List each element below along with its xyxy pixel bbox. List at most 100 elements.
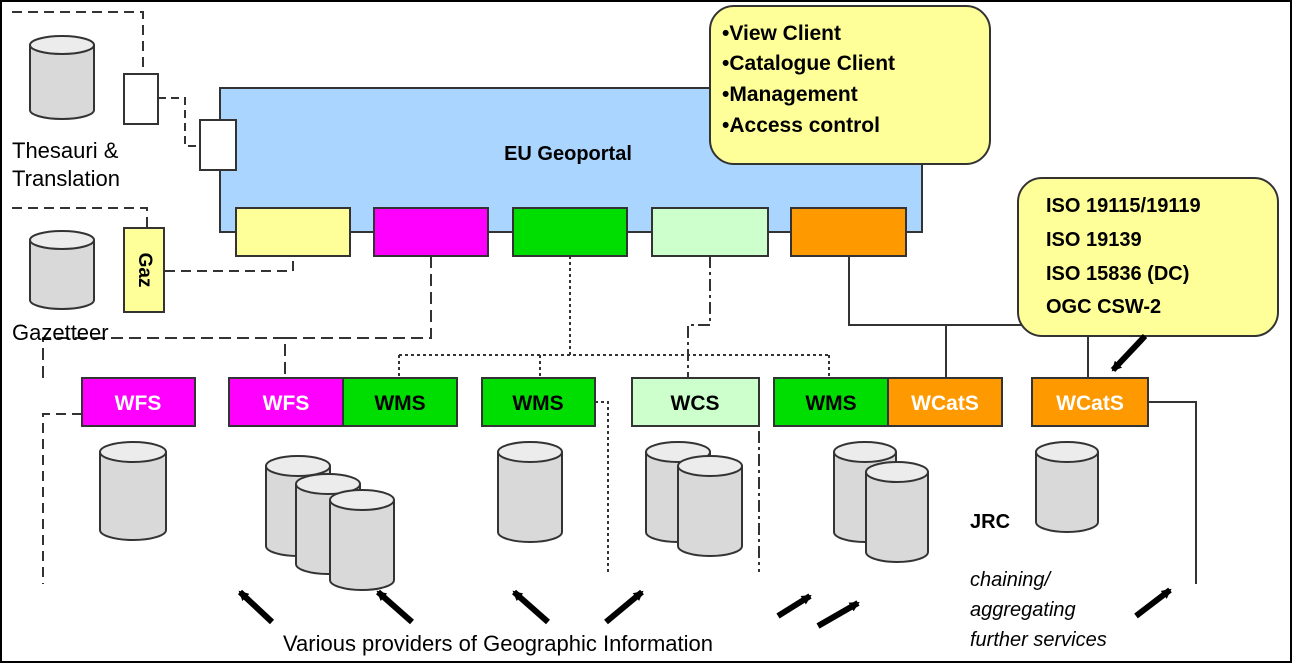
callout-box — [709, 5, 991, 165]
geoportal-title: EU Geoportal — [504, 143, 632, 165]
wfs-left-link-line — [42, 337, 285, 383]
wms-connector — [512, 207, 628, 257]
service-box-wcats: WCatS — [887, 377, 1003, 427]
cylinder-top — [265, 455, 331, 477]
wfs-connector — [373, 207, 489, 257]
cylinder-top — [329, 489, 395, 511]
cylinder-body — [329, 500, 395, 591]
arrow-icon — [512, 589, 550, 625]
service-box-bg — [773, 377, 889, 427]
arrow-icon — [1134, 587, 1172, 619]
database-icon — [1035, 441, 1099, 533]
providers-label: Various providers of Geographic Informat… — [283, 631, 713, 656]
service-box-wms: WMS — [773, 377, 889, 427]
standard-item: OGC CSW-2 — [1046, 296, 1161, 318]
service-box-bg — [342, 377, 458, 427]
standard-item: ISO 15836 (DC) — [1046, 263, 1189, 285]
standards-callout: ISO 19115/19119 ISO 19139 ISO 15836 (DC)… — [1017, 177, 1279, 373]
service-box-bg — [481, 377, 596, 427]
arrow-icon — [776, 593, 812, 619]
arrow-icon — [816, 600, 860, 629]
thesauri-port — [199, 119, 237, 171]
connector-lines — [12, 11, 1198, 584]
cylinder-body — [99, 452, 167, 541]
service-box-wcs: WCS — [631, 377, 760, 427]
service-label: WFS — [115, 392, 162, 415]
arrow-icon — [604, 589, 644, 625]
standards-arrow — [1110, 333, 1148, 373]
cylinder-top — [29, 230, 95, 250]
cylinder-top — [833, 441, 897, 463]
callout-item: •View Client — [722, 22, 841, 45]
cylinder-icon — [29, 240, 95, 310]
service-box-wcats: WCatS — [1031, 377, 1149, 427]
wcs-link-line — [687, 256, 711, 378]
database-icon — [677, 455, 743, 557]
service-label: WMS — [512, 392, 563, 415]
cylinder-body — [1035, 452, 1099, 533]
service-box-bg — [631, 377, 760, 427]
chaining-label-line2: aggregating — [970, 599, 1076, 621]
database-icon — [329, 489, 395, 591]
database-icon — [99, 441, 167, 541]
service-label: WCatS — [1056, 392, 1124, 415]
wfs-provider-line — [42, 413, 82, 584]
service-boxes: WFS WFS WMS WMS WCS WMS WCatS WCatS — [81, 377, 1149, 427]
service-box-bg — [887, 377, 1003, 427]
gazetteer-database — [29, 230, 95, 310]
service-box-wfs: WFS — [81, 377, 196, 427]
portal-functions-callout: •View Client •Catalogue Client •Manageme… — [709, 5, 991, 165]
cylinder-top — [677, 455, 743, 477]
provider-databases — [99, 441, 1099, 591]
thesauri-link-line — [12, 11, 144, 74]
thesauri-label-line1: Thesauri & — [12, 138, 119, 163]
cylinder-top — [1035, 441, 1099, 463]
wms-provider-line — [595, 401, 609, 572]
thesauri-portal-line — [158, 97, 200, 147]
arrow-icon — [237, 589, 275, 625]
cylinder-icon — [29, 45, 95, 120]
service-label: WCS — [671, 392, 720, 415]
cylinder-body — [497, 452, 563, 543]
service-box-wms: WMS — [342, 377, 458, 427]
green-drop-lines — [398, 355, 830, 378]
thesauri-label-line2: Translation — [12, 166, 120, 191]
cylinder-body — [677, 466, 743, 557]
chaining-label-line1: chaining/ — [970, 569, 1053, 591]
service-label: WCatS — [911, 392, 979, 415]
callout-item: •Management — [722, 83, 858, 106]
service-label: WMS — [374, 392, 425, 415]
cylinder-top — [497, 441, 563, 463]
gazetteer-link-line — [12, 207, 148, 228]
wcs-connector — [651, 207, 769, 257]
database-icon — [865, 461, 929, 563]
cylinder-body — [865, 472, 929, 563]
gaz-box — [123, 227, 165, 313]
thesauri-database — [29, 35, 95, 120]
cylinder-top — [99, 441, 167, 463]
service-label: WFS — [263, 392, 310, 415]
wcats-chain-line — [1148, 401, 1197, 584]
magenta-link-line — [284, 256, 432, 378]
service-label: WMS — [805, 392, 856, 415]
provider-arrows — [237, 587, 1172, 629]
chaining-label-line3: further services — [970, 629, 1107, 651]
gazetteer-portal-line — [165, 256, 294, 272]
gaz-label: Gaz — [134, 253, 155, 288]
service-box-wms: WMS — [481, 377, 596, 427]
service-box-bg — [228, 377, 344, 427]
arrow-icon — [376, 589, 414, 625]
catalogue-connector — [790, 207, 907, 257]
cylinder-top — [295, 473, 361, 495]
callout-item: •Access control — [722, 114, 880, 137]
thesauri-adapter — [123, 73, 159, 125]
standard-item: ISO 19115/19119 — [1046, 195, 1201, 217]
callout-item: •Catalogue Client — [722, 52, 895, 75]
standard-item: ISO 19139 — [1046, 229, 1142, 251]
standards-box — [1017, 177, 1279, 337]
cylinder-top — [865, 461, 929, 483]
gazetteer-connector — [235, 207, 351, 257]
database-icon — [497, 441, 563, 543]
